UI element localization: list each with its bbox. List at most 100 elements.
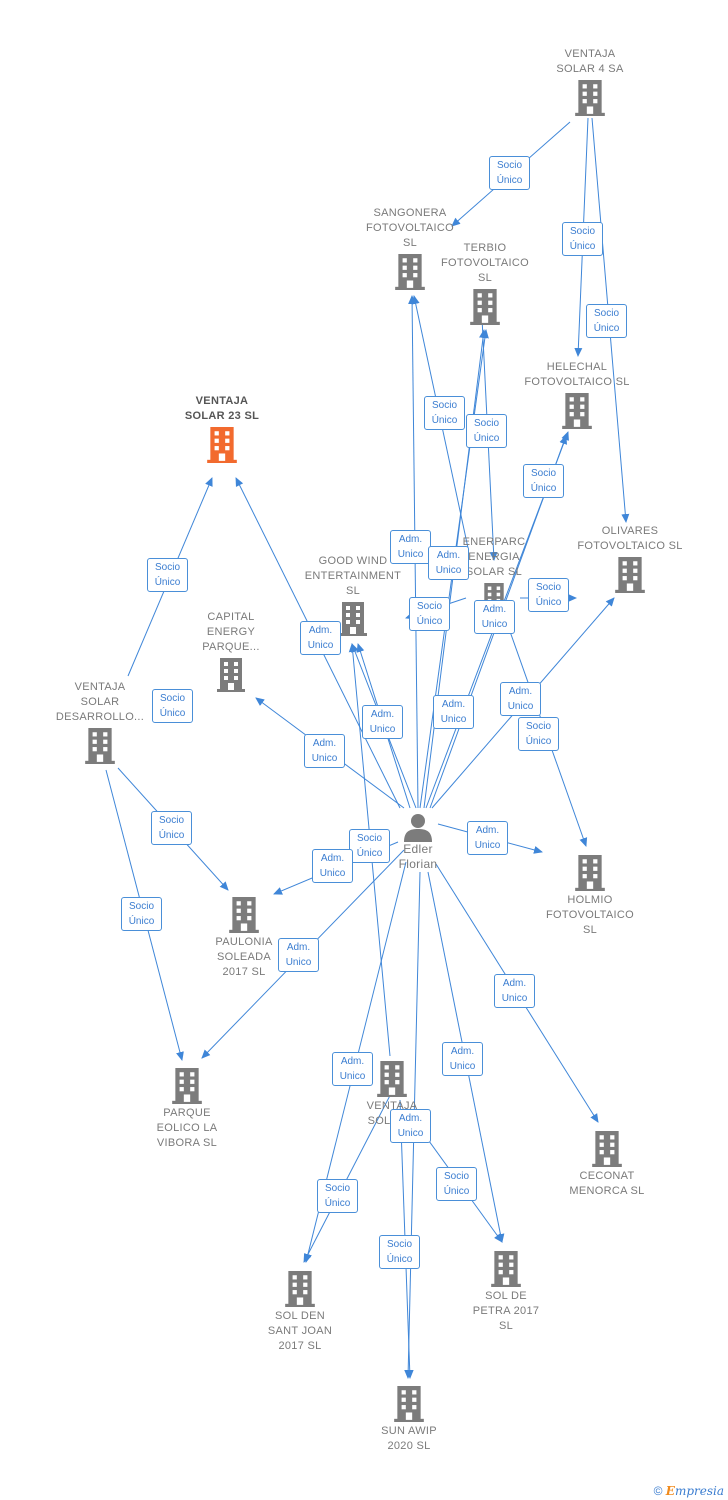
node-terbio[interactable]: TERBIO FOTOVOLTAICO SL xyxy=(425,241,545,325)
building-icon xyxy=(575,855,605,891)
node-helechal[interactable]: HELECHAL FOTOVOLTAICO SL xyxy=(512,360,642,429)
node-parque-eolico[interactable]: PARQUE EOLICO LA VIBORA SL xyxy=(137,1065,237,1151)
edge-label-line: Socio xyxy=(416,601,442,612)
edge-label-adm-unico[interactable]: Adm.Unico xyxy=(474,600,515,634)
node-sangonera[interactable]: SANGONERA FOTOVOLTAICO SL xyxy=(350,206,470,290)
node-sun-awip[interactable]: SUN AWIP 2020 SL xyxy=(359,1383,459,1454)
node-label: TERBIO FOTOVOLTAICO SL xyxy=(441,242,529,284)
node-holmio[interactable]: HOLMIO FOTOVOLTAICO SL xyxy=(530,852,650,938)
node-label: CECONAT MENORCA SL xyxy=(569,1170,645,1197)
edge-label-line: Adm. xyxy=(398,534,423,545)
edge-label-line: Único xyxy=(593,323,620,334)
edge-label-line: Socio xyxy=(473,418,499,429)
edge-label-adm-unico[interactable]: Adm.Unico xyxy=(304,734,345,768)
edge-label-adm-unico[interactable]: Adm.Unico xyxy=(428,546,469,580)
relationship-edge xyxy=(303,1079,399,1263)
edge-label-line: Único xyxy=(473,433,500,444)
node-sol-de-petra[interactable]: SOL DE PETRA 2017 SL xyxy=(456,1248,556,1334)
edge-label-line: Socio xyxy=(569,226,595,237)
node-paulonia[interactable]: PAULONIA SOLEADA 2017 SL xyxy=(194,894,294,980)
edge-label-line: Unico xyxy=(397,549,424,560)
edge-label-adm-unico[interactable]: Adm.Unico xyxy=(278,938,319,972)
edge-label-line: Único xyxy=(154,577,181,588)
edge-label-line: Único xyxy=(324,1198,351,1209)
node-label: SANGONERA FOTOVOLTAICO SL xyxy=(366,207,454,249)
node-capital-energy[interactable]: CAPITAL ENERGY PARQUE... xyxy=(181,610,281,692)
node-label: Edler Florian xyxy=(398,842,438,871)
building-icon xyxy=(339,602,367,636)
edge-label-adm-unico[interactable]: Adm.Unico xyxy=(500,682,541,716)
node-person-edler-florian[interactable]: Edler Florian xyxy=(380,812,456,872)
edge-label-line: Único xyxy=(530,483,557,494)
node-label: SOL DE PETRA 2017 SL xyxy=(472,1290,540,1332)
node-ventaja-solar-4[interactable]: VENTAJA SOLAR 4 SA xyxy=(540,47,640,116)
building-icon xyxy=(592,1131,622,1167)
node-label: PARQUE EOLICO LA VIBORA SL xyxy=(156,1107,218,1149)
node-good-wind[interactable]: GOOD WIND ENTERTAINMENT SL xyxy=(293,554,413,636)
edge-label-line: Socio xyxy=(496,160,522,171)
edge-label-line: Unico xyxy=(339,1071,366,1082)
edge-label-adm-unico[interactable]: Adm.Unico xyxy=(362,705,403,739)
edge-label-line: Adm. xyxy=(312,738,337,749)
edge-label-adm-unico[interactable]: Adm.Unico xyxy=(433,695,474,729)
node-label: VENTAJA SOLAR 23 SL xyxy=(184,395,260,422)
building-icon xyxy=(217,658,245,692)
edge-label-line: Socio xyxy=(356,833,382,844)
edge-label-adm-unico[interactable]: Adm. Unico xyxy=(390,530,431,564)
edge-label-line: Unico xyxy=(369,724,396,735)
edge-label-line: Único xyxy=(525,736,552,747)
building-icon xyxy=(491,1251,521,1287)
edge-label-adm-unico[interactable]: Adm.Unico xyxy=(390,1109,431,1143)
edge-label-adm-unico[interactable]: Adm.Unico xyxy=(300,621,341,655)
edge-label-line: Socio xyxy=(530,468,556,479)
footer-brand[interactable]: © Empresia xyxy=(654,1484,724,1498)
edge-label-line: Único xyxy=(535,597,562,608)
edge-label-line: Adm. xyxy=(441,699,466,710)
brand-name: mpresia xyxy=(674,1484,724,1498)
node-olivares[interactable]: OLIVARES FOTOVOLTAICO SL xyxy=(565,524,695,593)
node-ventaja-desarrollo[interactable]: VENTAJA SOLAR DESARROLLO... xyxy=(50,680,150,764)
edge-label-line: Unico xyxy=(307,640,334,651)
node-sol-den-sant-joan[interactable]: SOL DEN SANT JOAN 2017 SL xyxy=(250,1268,350,1354)
edge-label-line: Único xyxy=(158,830,185,841)
edge-label-adm-unico[interactable]: Adm.Unico xyxy=(494,974,535,1008)
edge-label-line: Unico xyxy=(397,1128,424,1139)
node-enerparc[interactable]: ENERPARC ENERGIA SOLAR SL xyxy=(444,535,544,613)
building-icon xyxy=(207,427,237,463)
edge-label-adm-unico[interactable]: Adm.Unico xyxy=(442,1042,483,1076)
node-ceconat[interactable]: CECONAT MENORCA SL xyxy=(557,1128,657,1199)
edge-label-line: Unico xyxy=(507,701,534,712)
building-icon xyxy=(394,1386,424,1422)
brand-initial: E xyxy=(665,1484,675,1498)
edge-label-line: Socio xyxy=(431,400,457,411)
edge-label-adm-unico[interactable]: Adm.Unico xyxy=(312,849,353,883)
edge-label-line: Único xyxy=(443,1186,470,1197)
building-icon xyxy=(85,728,115,764)
edge-label-line: Único xyxy=(386,1254,413,1265)
edge-label-line: Unico xyxy=(319,868,346,879)
node-ventaja-solar-23[interactable]: VENTAJA SOLAR 23 SL xyxy=(172,394,272,463)
edge-label-line: Adm. xyxy=(450,1046,475,1057)
edge-label-line: Adm. xyxy=(286,942,311,953)
edge-label-adm-unico[interactable]: Adm.Unico xyxy=(332,1052,373,1086)
edge-label-adm-unico[interactable]: Adm.Unico xyxy=(467,821,508,855)
brand-logo: Empresia xyxy=(666,1484,724,1498)
edge-label-line: Único xyxy=(569,241,596,252)
